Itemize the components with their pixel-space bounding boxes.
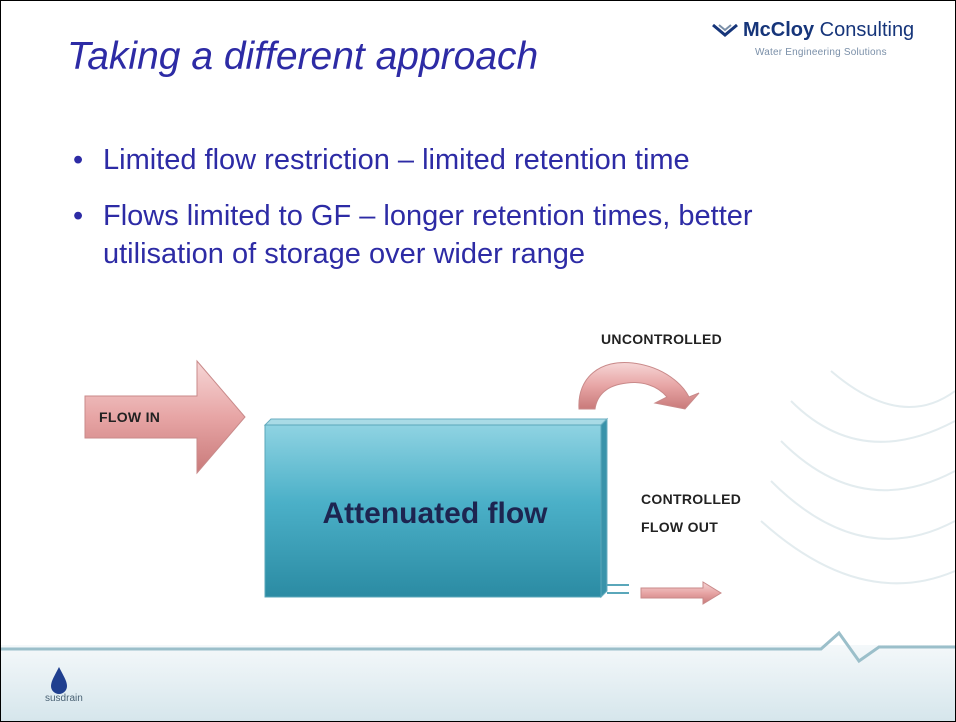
outlet-pipe [607,584,629,594]
controlled-label: CONTROLLED [641,491,742,507]
logo-name-rest: Consulting [814,19,915,41]
uncontrolled-arrow [578,361,700,410]
flow-in-label: FLOW IN [99,409,161,425]
chevron-logo-icon [712,23,738,37]
footer-wave-line [1,630,955,664]
attenuation-tank [263,417,609,599]
tank-label: Attenuated flow [322,497,548,530]
bullet-item: Flows limited to GF – longer retention t… [73,197,873,273]
flow-in-arrow [84,359,246,475]
mccloy-logo: McCloy Consulting Water Engineering Solu… [695,17,945,77]
bullet-item: Limited flow restriction – limited reten… [73,141,873,179]
decorative-waves [760,370,955,585]
logo-tagline: Water Engineering Solutions [755,47,887,58]
logo-name-bold: McCloy [743,19,815,41]
flow-out-arrow [640,581,722,605]
logo-name: McCloy Consulting [743,19,914,42]
slide-title: Taking a different approach [67,35,539,78]
susdrain-brand: susdrain [45,693,83,704]
bullet-list: Limited flow restriction – limited reten… [73,141,873,291]
flow-out-label: FLOW OUT [641,519,719,535]
susdrain-drop-icon [51,667,67,694]
uncontrolled-label: UNCONTROLLED [601,331,723,347]
footer-band [1,645,955,721]
